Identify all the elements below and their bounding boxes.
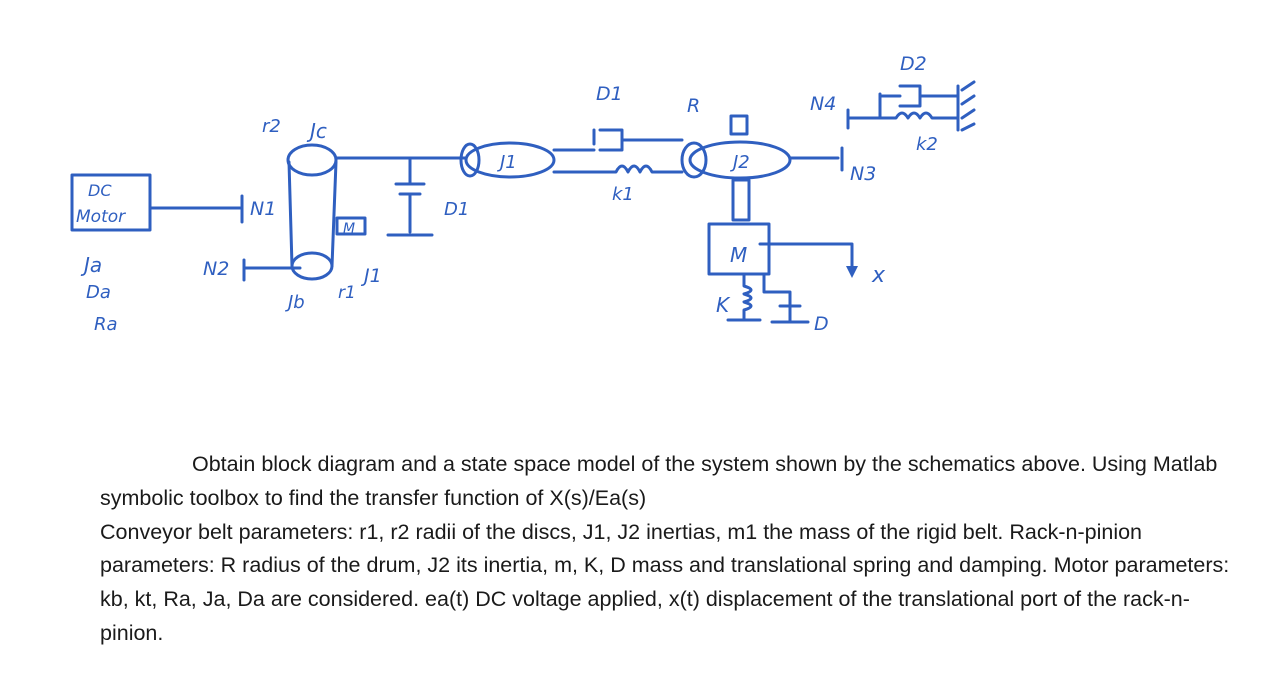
spring-k2: [878, 111, 960, 120]
label-r-drum: R: [687, 95, 700, 117]
label-n1: N1: [250, 198, 276, 220]
output-arrow: [846, 266, 858, 278]
problem-statement: Obtain block diagram and a state space m…: [100, 448, 1250, 651]
wall: [956, 80, 976, 132]
label-x-out: x: [871, 263, 886, 288]
label-d2: D2: [900, 53, 927, 75]
gear-n4: [846, 92, 882, 130]
label-jc: Jc: [306, 119, 327, 143]
system-schematic: DC Motor Ja Da Ra N1 N2 r2 Jc Jb M r1 J1…: [70, 53, 976, 335]
label-k-spring: K: [716, 293, 731, 317]
label-j1-disc: J1: [497, 152, 517, 173]
output-line: [758, 242, 854, 270]
mass-m: [707, 222, 771, 276]
label-d1-lower: D1: [444, 199, 469, 220]
label-j2: J2: [730, 152, 750, 173]
label-n2: N2: [203, 258, 229, 280]
damper-d2: [878, 84, 960, 108]
dc-motor-box: [70, 173, 152, 232]
belt: [287, 160, 338, 268]
label-r2: r2: [262, 116, 281, 137]
spring-k1: [552, 164, 684, 174]
label-d-damper: D: [814, 313, 829, 335]
problem-paragraph-1: Obtain block diagram and a state space m…: [100, 452, 1218, 510]
label-j1-load: J1: [360, 265, 382, 287]
drum-j2: [688, 140, 792, 180]
damper-d1-upper: [552, 128, 684, 152]
label-n3: N3: [850, 163, 876, 185]
problem-paragraph-2: Conveyor belt parameters: r1, r2 radii o…: [100, 519, 1230, 645]
disc-j1-face: [459, 142, 481, 178]
label-r1: r1: [338, 283, 356, 303]
drum-top-bearing: [729, 114, 749, 136]
belt-bottom-disc: [290, 251, 334, 281]
gear-n2: [242, 258, 302, 282]
label-k2: k2: [916, 134, 938, 155]
drum-j2-face: [680, 141, 708, 179]
label-n4: N4: [810, 93, 836, 115]
label-m1: M: [343, 221, 355, 237]
spring-k: [726, 272, 762, 322]
rack-pinion: [731, 178, 751, 222]
damper-d: [762, 272, 810, 324]
disc-j1: [464, 141, 556, 179]
belt-mass: [335, 216, 367, 236]
damper-d1: [386, 156, 434, 237]
label-k1: k1: [612, 184, 634, 205]
label-d1-upper: D1: [596, 83, 623, 105]
label-ja: Ja: [80, 253, 102, 277]
label-mass-m: M: [730, 243, 747, 267]
belt-top-disc: [286, 143, 338, 177]
label-jb: Jb: [285, 292, 305, 313]
label-ra: Ra: [94, 314, 118, 335]
label-da: Da: [86, 282, 111, 303]
label-motor: Motor: [76, 207, 126, 227]
label-dc: DC: [88, 181, 112, 200]
